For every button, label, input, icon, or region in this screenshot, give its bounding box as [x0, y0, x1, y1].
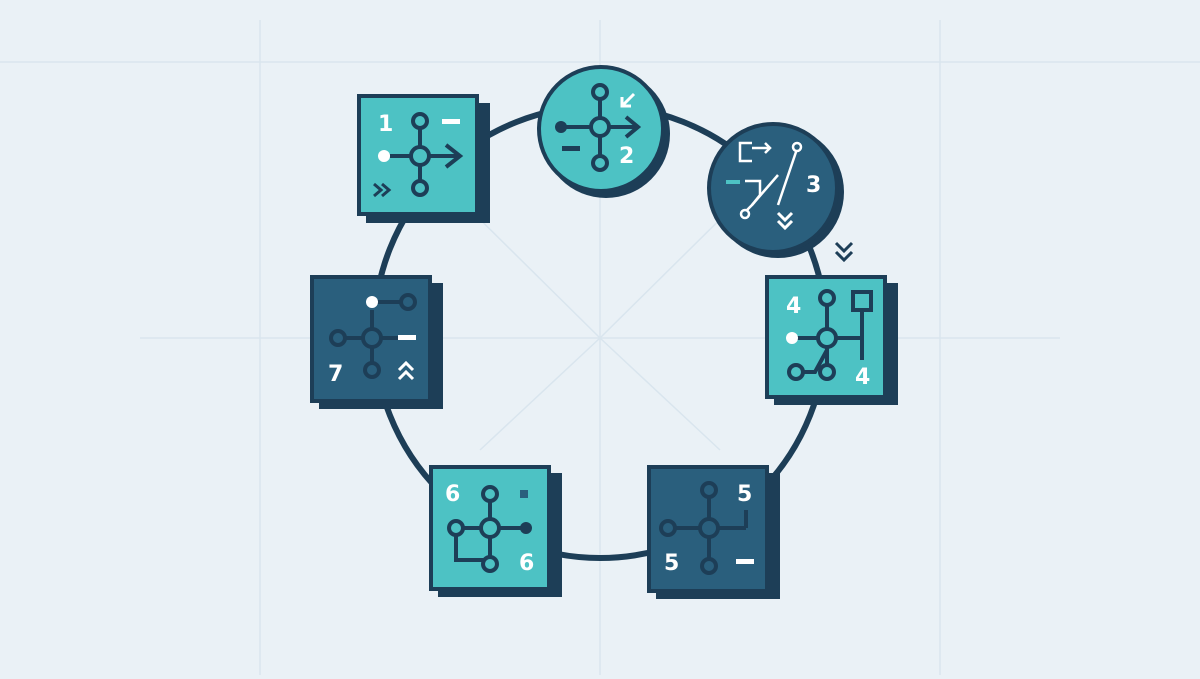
node-6-label-top: 6 — [445, 482, 460, 507]
node-5-label-top: 5 — [737, 482, 752, 507]
dot-icon — [378, 150, 390, 162]
branch-bracket-icon — [787, 289, 873, 381]
node-5-label-bottom: 5 — [664, 551, 679, 576]
node-4-label-top: 4 — [786, 294, 801, 319]
dash-icon — [726, 180, 740, 184]
dash-icon — [442, 119, 460, 124]
node-5[interactable]: 5 5 — [647, 465, 780, 599]
node-1[interactable]: 1 — [357, 94, 490, 223]
double-chevron-up-icon — [397, 360, 415, 381]
dot-icon — [366, 296, 378, 308]
arrow-down-left-icon — [620, 92, 636, 108]
node-1-label: 1 — [378, 112, 393, 137]
branch-icon — [390, 112, 464, 197]
dash-icon — [398, 335, 416, 340]
branch-bracket-icon — [659, 481, 748, 575]
dash-icon — [736, 559, 754, 564]
dot-icon — [786, 332, 798, 344]
branch-bracket-icon — [447, 485, 526, 573]
node-7[interactable]: 7 — [310, 275, 443, 409]
node-4-label-bottom: 4 — [855, 365, 870, 390]
bracket-path-icon — [738, 141, 803, 220]
double-chevron-right-icon — [373, 182, 392, 198]
dash-icon — [562, 146, 580, 151]
node-4[interactable]: 4 4 — [765, 275, 898, 405]
dot-icon — [555, 121, 567, 133]
node-2[interactable]: 2 — [537, 65, 670, 198]
node-2-label: 2 — [619, 144, 634, 169]
node-3[interactable]: 3 — [707, 122, 844, 258]
node-6-label-bottom: 6 — [519, 551, 534, 576]
branch-icon — [562, 83, 642, 172]
node-3-label: 3 — [806, 173, 821, 198]
node-6[interactable]: 6 6 — [429, 465, 562, 597]
double-chevron-down-icon — [776, 211, 794, 231]
double-chevron-down-icon — [834, 241, 854, 263]
square-mark-icon — [520, 490, 528, 498]
node-7-label: 7 — [328, 362, 343, 387]
dot-icon — [520, 522, 532, 534]
